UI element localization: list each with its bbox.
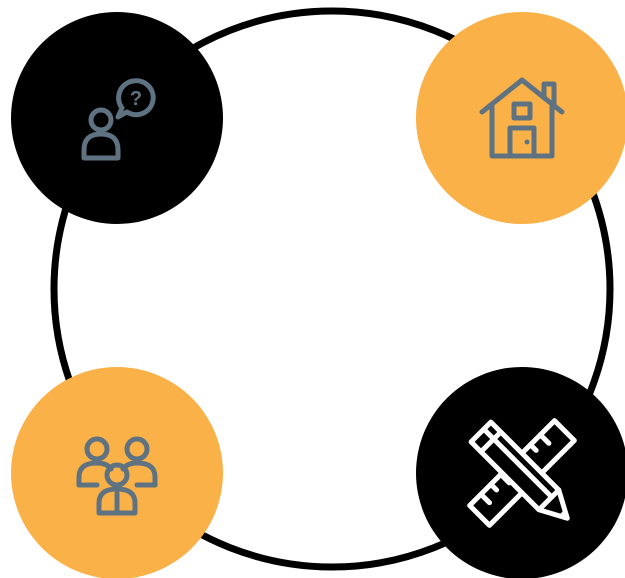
svg-text:?: ? <box>130 88 142 110</box>
team-group-icon <box>76 436 158 516</box>
pencil-ruler-icon <box>467 418 577 528</box>
node-top-left: ? <box>11 12 223 224</box>
node-bottom-right <box>416 367 625 578</box>
node-top-right <box>416 12 625 224</box>
person-question-icon: ? <box>81 78 156 161</box>
node-bottom-left <box>11 367 223 578</box>
house-icon <box>479 77 565 159</box>
